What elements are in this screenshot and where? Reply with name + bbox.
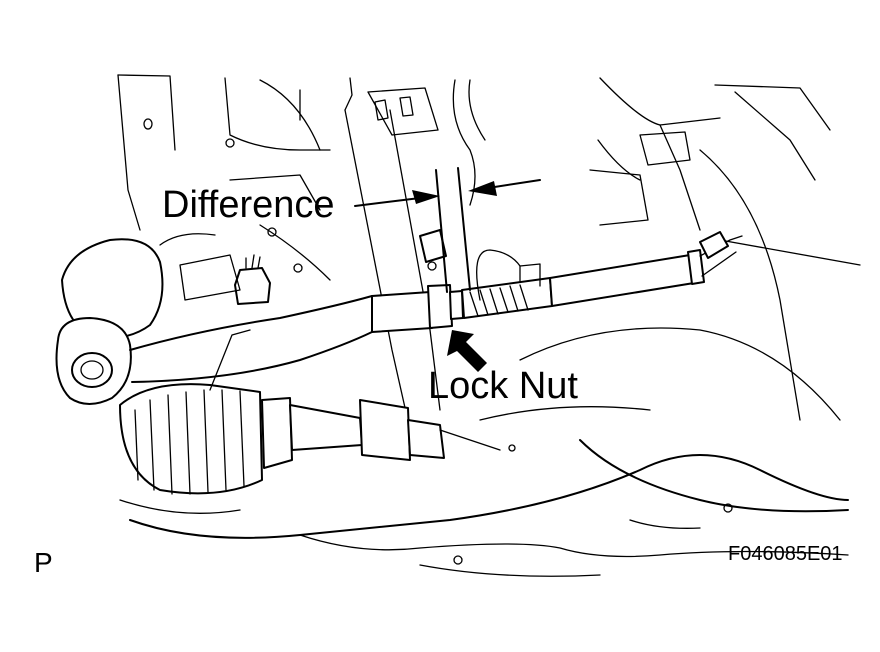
tie-rod-shaft: [371, 231, 743, 333]
lock-nut-label: Lock Nut: [428, 365, 578, 407]
difference-measure-lines: [435, 167, 471, 293]
difference-arrows: [354, 179, 541, 207]
tie-rod-end: [55, 238, 373, 405]
background-structure: [117, 74, 861, 565]
drive-shaft-boot: [119, 329, 501, 514]
arrow-head-right-icon: [468, 181, 497, 196]
arrow-head-left-icon: [412, 190, 440, 204]
figure-code: F046085E01: [728, 543, 843, 565]
lock-nut-arrow: [447, 330, 487, 372]
bolt-bracket: [159, 229, 447, 305]
underbody-panel: [129, 439, 849, 577]
view-marker: P: [34, 547, 53, 578]
difference-label: Difference: [162, 184, 335, 226]
pointer-arrow-icon: [447, 330, 487, 372]
